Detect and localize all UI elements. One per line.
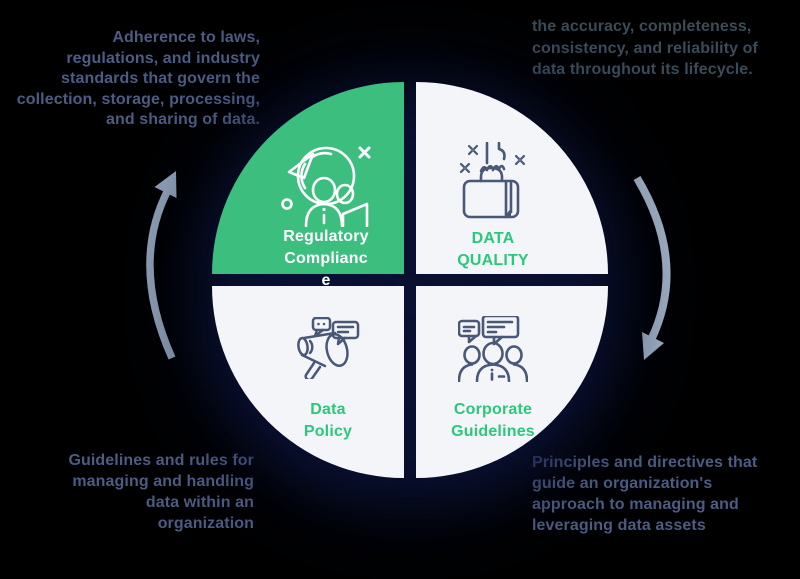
segment-label-line: Regulatory (283, 228, 369, 245)
segment-label-line: Data (310, 401, 346, 418)
person-globe-audit-icon (281, 146, 371, 227)
segment-label-line: Guidelines (451, 423, 535, 440)
annotation-data-quality: the accuracy, completeness, consistency,… (532, 16, 762, 81)
quadrant-data-policy (212, 286, 404, 478)
annotation-line: collection, storage, processing, (16, 90, 260, 108)
annotation-line: Principles and directives that (532, 454, 758, 471)
annotation-line: approach to managing and (532, 496, 739, 513)
annotation-line: data within an (145, 494, 254, 511)
annotation-line: data throughout its lifecycle. (532, 61, 753, 78)
people-discussion-icon (458, 316, 528, 382)
annotation-line: standards that govern the (61, 70, 260, 87)
annotation-line: and sharing of data. (105, 111, 260, 128)
segment-label-line: Policy (303, 423, 353, 440)
annotation-line: managing and handling (72, 473, 254, 490)
annotation-data-policy: Guidelines and rules for managing and ha… (0, 450, 254, 534)
segment-label-line: QUALITY (457, 252, 529, 269)
segment-label-line: Corporate (453, 401, 533, 418)
megaphone-icon (297, 317, 360, 379)
curved-arrow-down-icon (633, 175, 671, 360)
segment-label-corporate-guidelines: Corporate Guidelines (413, 399, 573, 443)
annotation-line: leveraging data assets (532, 517, 706, 534)
segment-label-data-policy: Data Policy (248, 399, 408, 443)
curved-arrow-up-icon (146, 171, 177, 360)
segment-label-data-quality: DATA QUALITY (413, 228, 573, 272)
segment-label-line: e (321, 272, 331, 289)
annotation-regulatory-compliance: Adherence to laws, regulations, and indu… (0, 28, 260, 131)
annotation-line: the accuracy, completeness, (532, 18, 752, 35)
hand-briefcase-icon (459, 142, 526, 219)
segment-label-line: Complianc (284, 250, 368, 267)
annotation-line: Adherence to laws, (112, 29, 260, 46)
annotation-line: guide an organization's (532, 475, 713, 492)
segment-label-line: DATA (471, 230, 515, 247)
annotation-corporate-guidelines: Principles and directives that guide an … (532, 452, 782, 536)
governance-wheel: Regulatory Complianc e DATA QUALITY Data… (212, 82, 608, 478)
annotation-line: organization (157, 515, 254, 532)
annotation-line: regulations, and industry (66, 49, 260, 67)
quadrant-corporate-guidelines (416, 286, 608, 478)
annotation-line: Guidelines and rules for (68, 452, 254, 469)
segment-label-regulatory-compliance: Regulatory Complianc e (246, 226, 406, 292)
annotation-line: consistency, and reliability of (532, 39, 758, 57)
